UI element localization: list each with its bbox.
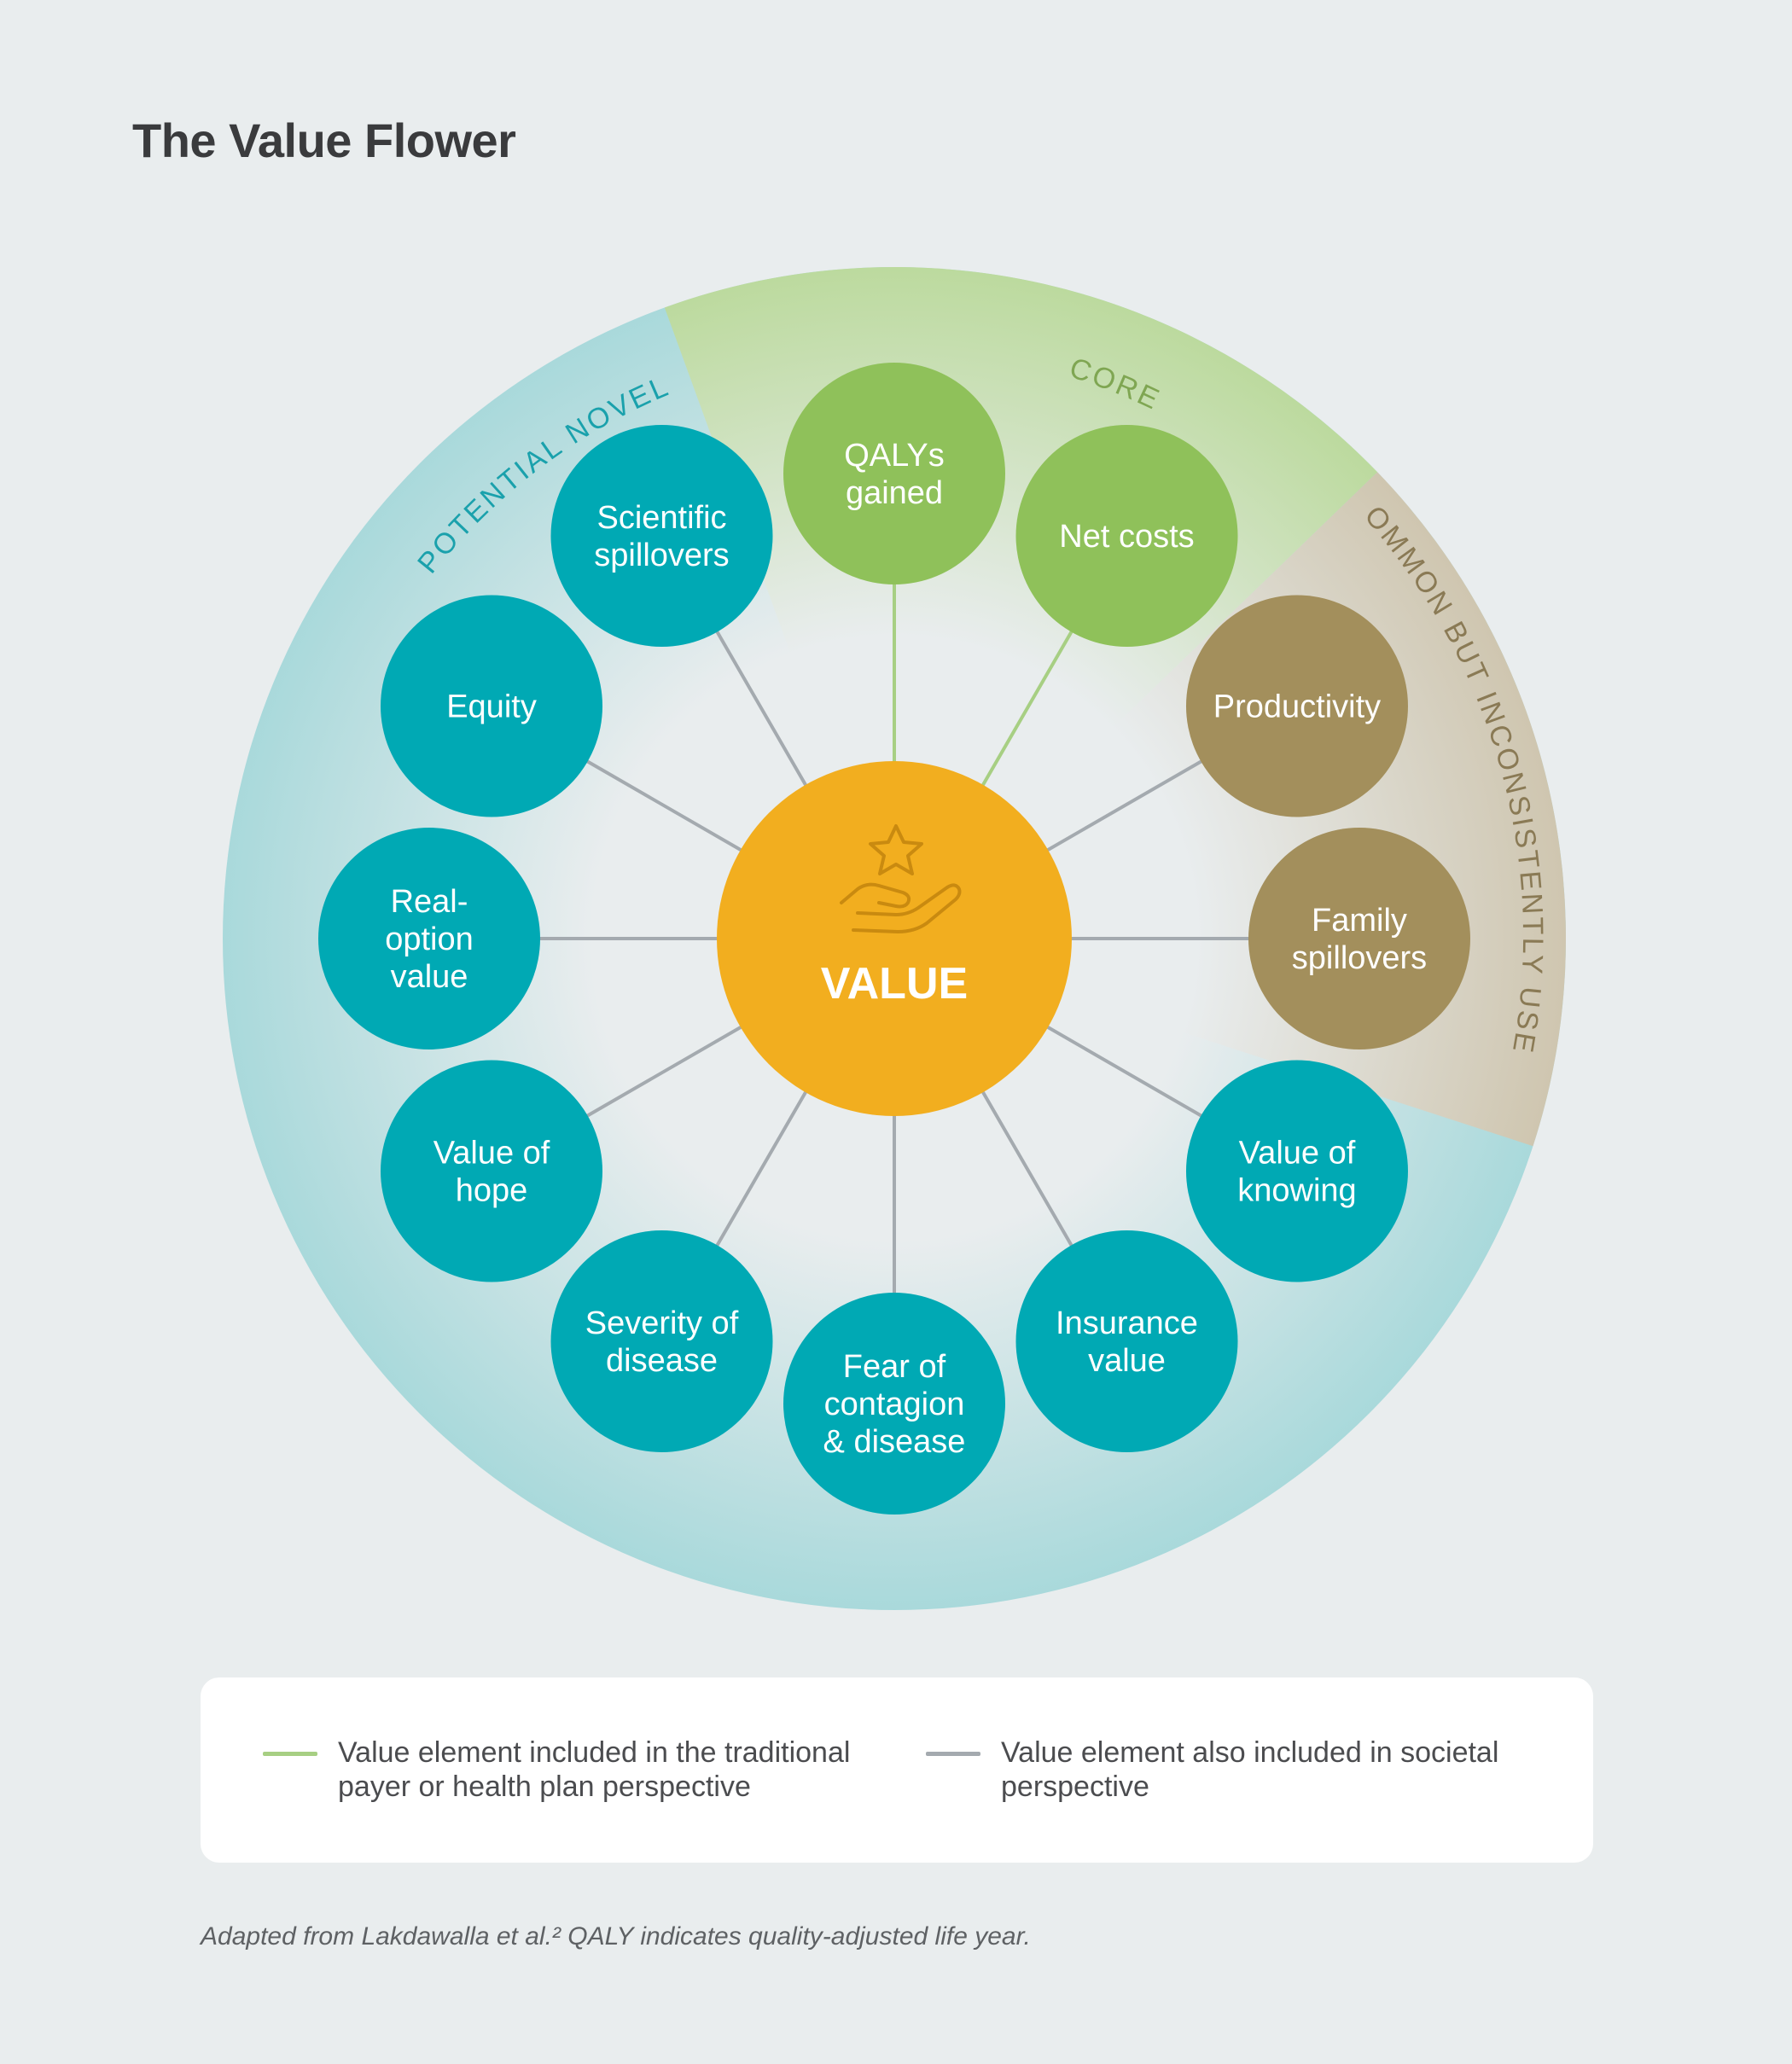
legend-text-societal: Value element also included in societal … [1001, 1736, 1499, 1803]
petal-label: Fear of [843, 1349, 946, 1385]
petal-2: Productivity [1185, 595, 1408, 817]
center-circle [717, 761, 1072, 1116]
value-flower-diagram: POTENTIAL NOVELCORECOMMON BUT INCONSISTE… [0, 0, 1566, 1610]
petal-label: Productivity [1213, 689, 1381, 725]
petal-circle [1248, 828, 1470, 1049]
petal-label: Insurance [1056, 1305, 1198, 1341]
footnote: Adapted from Lakdawalla et al.² QALY ind… [201, 1922, 1031, 1951]
petal-circle [318, 828, 540, 1049]
legend-item-traditional: Value element included in the traditiona… [263, 1736, 876, 1804]
legend-text-traditional: Value element included in the traditiona… [338, 1736, 851, 1803]
petal-label: disease [606, 1343, 718, 1379]
spoke-11 [714, 629, 811, 792]
legend-swatch-traditional [263, 1752, 317, 1756]
petal-label: Equity [446, 689, 537, 725]
petal-circle [381, 595, 603, 817]
petal-label: Real- [391, 884, 468, 920]
spoke-2 [1041, 759, 1204, 855]
petal-label: Severity of [585, 1305, 739, 1341]
center-value: VALUE [717, 761, 1072, 1116]
spoke-10 [585, 759, 748, 855]
spoke-7 [714, 1085, 811, 1248]
petal-label: Value of [1239, 1136, 1356, 1172]
petal-label: value [391, 959, 468, 995]
petal-circle [550, 1230, 773, 1452]
petal-label: spillovers [594, 538, 729, 573]
petal-label: spillovers [1292, 940, 1427, 976]
petal-label: gained [846, 475, 943, 511]
center-label: VALUE [821, 959, 968, 1009]
hand-star-icon [840, 824, 962, 933]
petal-circle [783, 363, 1005, 584]
petal-circle [783, 1293, 1005, 1515]
legend-swatch-societal [926, 1752, 980, 1756]
spoke-5 [978, 1085, 1074, 1248]
spoke-8 [585, 1022, 748, 1119]
petal-circle [1015, 425, 1238, 648]
petal-label: Scientific [596, 500, 726, 536]
petal-circle [1185, 595, 1408, 817]
petal-label: value [1088, 1343, 1166, 1379]
petal-10: Equity [381, 595, 603, 817]
petal-label: Family [1312, 903, 1407, 939]
spoke-1 [978, 629, 1074, 792]
legend-item-societal: Value element also included in societal … [926, 1736, 1539, 1804]
petal-circle [381, 1060, 603, 1282]
petal-label: & disease [823, 1424, 966, 1460]
petal-label: contagion [824, 1387, 965, 1422]
petal-label: Net costs [1059, 519, 1194, 555]
petal-circle [550, 425, 773, 648]
spoke-4 [1041, 1022, 1204, 1119]
petal-circle [1185, 1060, 1408, 1282]
petal-1: Net costs [1015, 425, 1238, 648]
petal-label: knowing [1237, 1173, 1356, 1209]
petal-label: hope [456, 1173, 528, 1209]
petal-label: QALYs [844, 438, 945, 474]
page-title: The Value Flower [132, 113, 516, 167]
petal-label: option [385, 922, 474, 957]
petal-circle [1015, 1230, 1238, 1452]
legend: Value element included in the traditiona… [201, 1677, 1593, 1863]
petal-label: Value of [433, 1136, 550, 1172]
